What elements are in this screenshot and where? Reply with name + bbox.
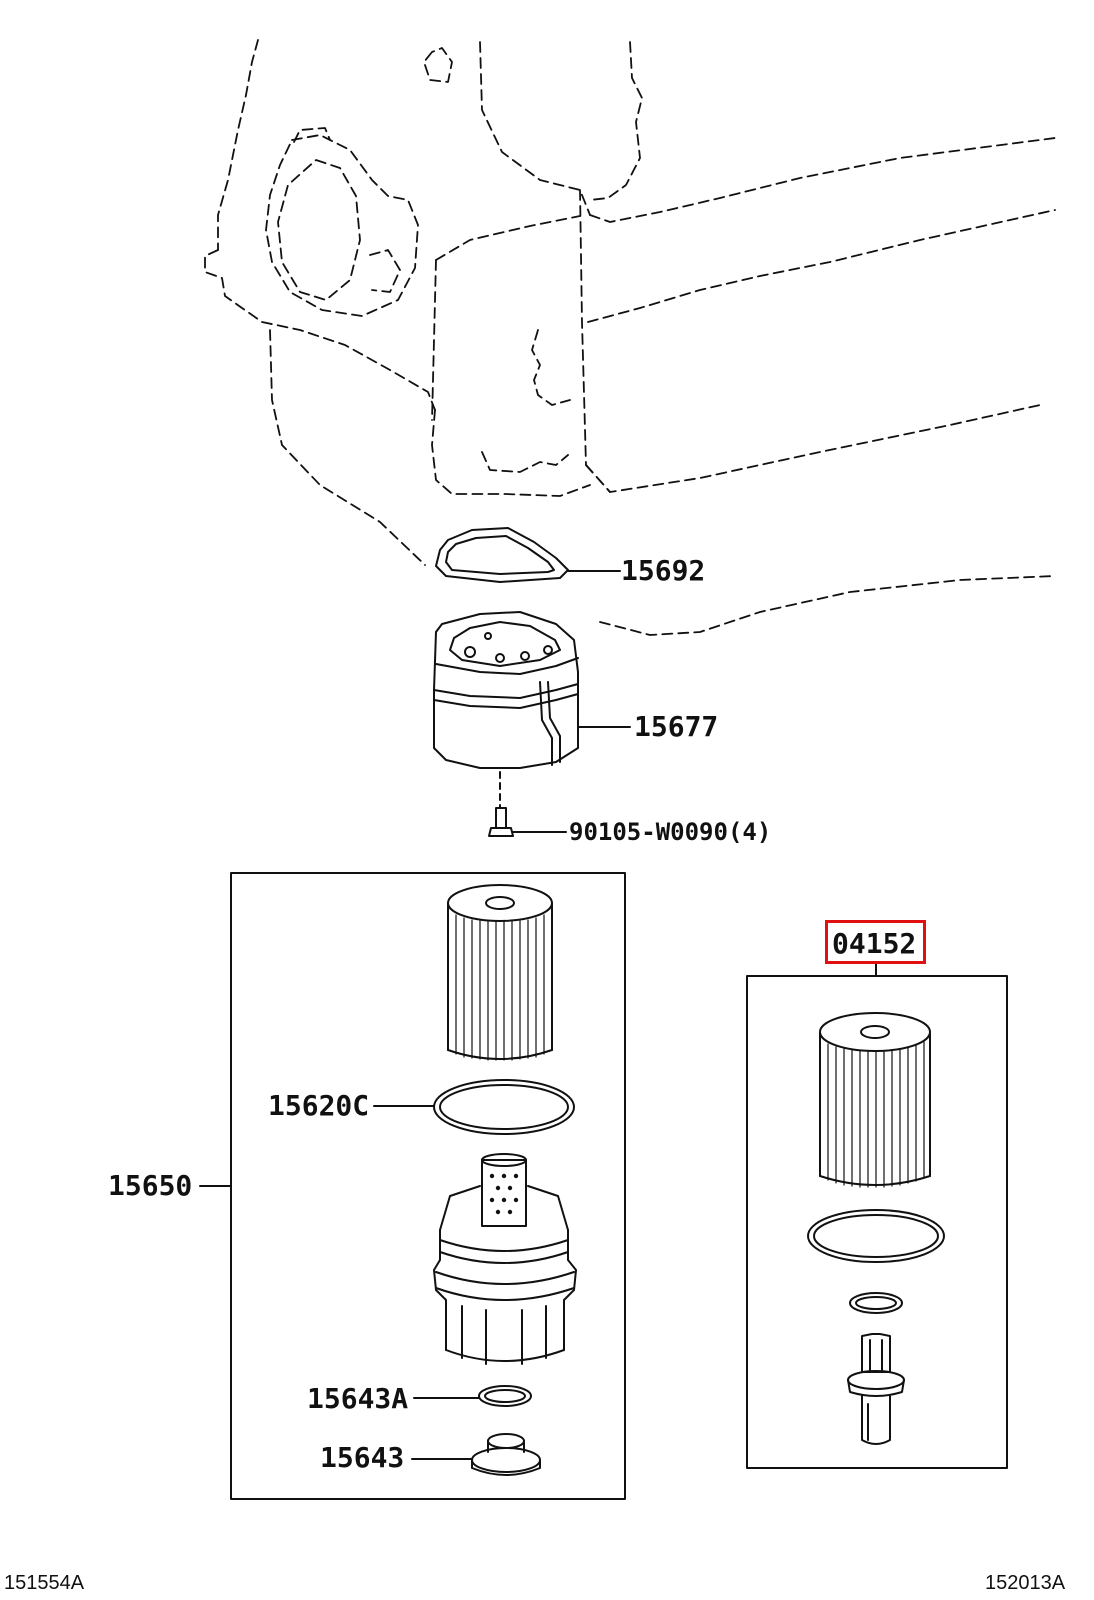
- illustration-code-right: 152013A: [985, 1572, 1066, 1594]
- engine-block-outline: [204, 39, 1056, 636]
- filter-housing-assembly-box: [199, 872, 626, 1500]
- callout-90105-w0090: 90105-W0090(4): [569, 818, 772, 846]
- gasket-15692: [435, 527, 621, 583]
- callout-15620c: 15620C: [268, 1089, 370, 1122]
- o-ring-kit-large: [807, 1209, 945, 1263]
- callout-15677: 15677: [634, 710, 719, 743]
- callout-15692: 15692: [621, 554, 706, 587]
- drain-plug-15643: [411, 1433, 541, 1476]
- filter-element-left: [447, 884, 553, 1061]
- callout-15643a: 15643A: [307, 1382, 409, 1415]
- filter-cap: [433, 1153, 577, 1365]
- o-ring-15620c: [373, 1079, 575, 1135]
- callout-15650: 15650: [108, 1169, 193, 1202]
- bracket-15677: [433, 611, 631, 809]
- o-ring-15643a: [413, 1385, 532, 1407]
- filter-element-right: [819, 1012, 931, 1188]
- illustration-code-left: 151554A: [4, 1572, 85, 1594]
- drain-plug-kit: [847, 1333, 905, 1445]
- bolt-90105: [488, 807, 567, 837]
- filter-kit-box: [746, 961, 1008, 1469]
- o-ring-kit-small: [849, 1292, 903, 1314]
- callout-04152-highlight: [825, 920, 926, 964]
- callout-15643: 15643: [320, 1441, 405, 1474]
- callout-04152: 04152: [832, 927, 917, 960]
